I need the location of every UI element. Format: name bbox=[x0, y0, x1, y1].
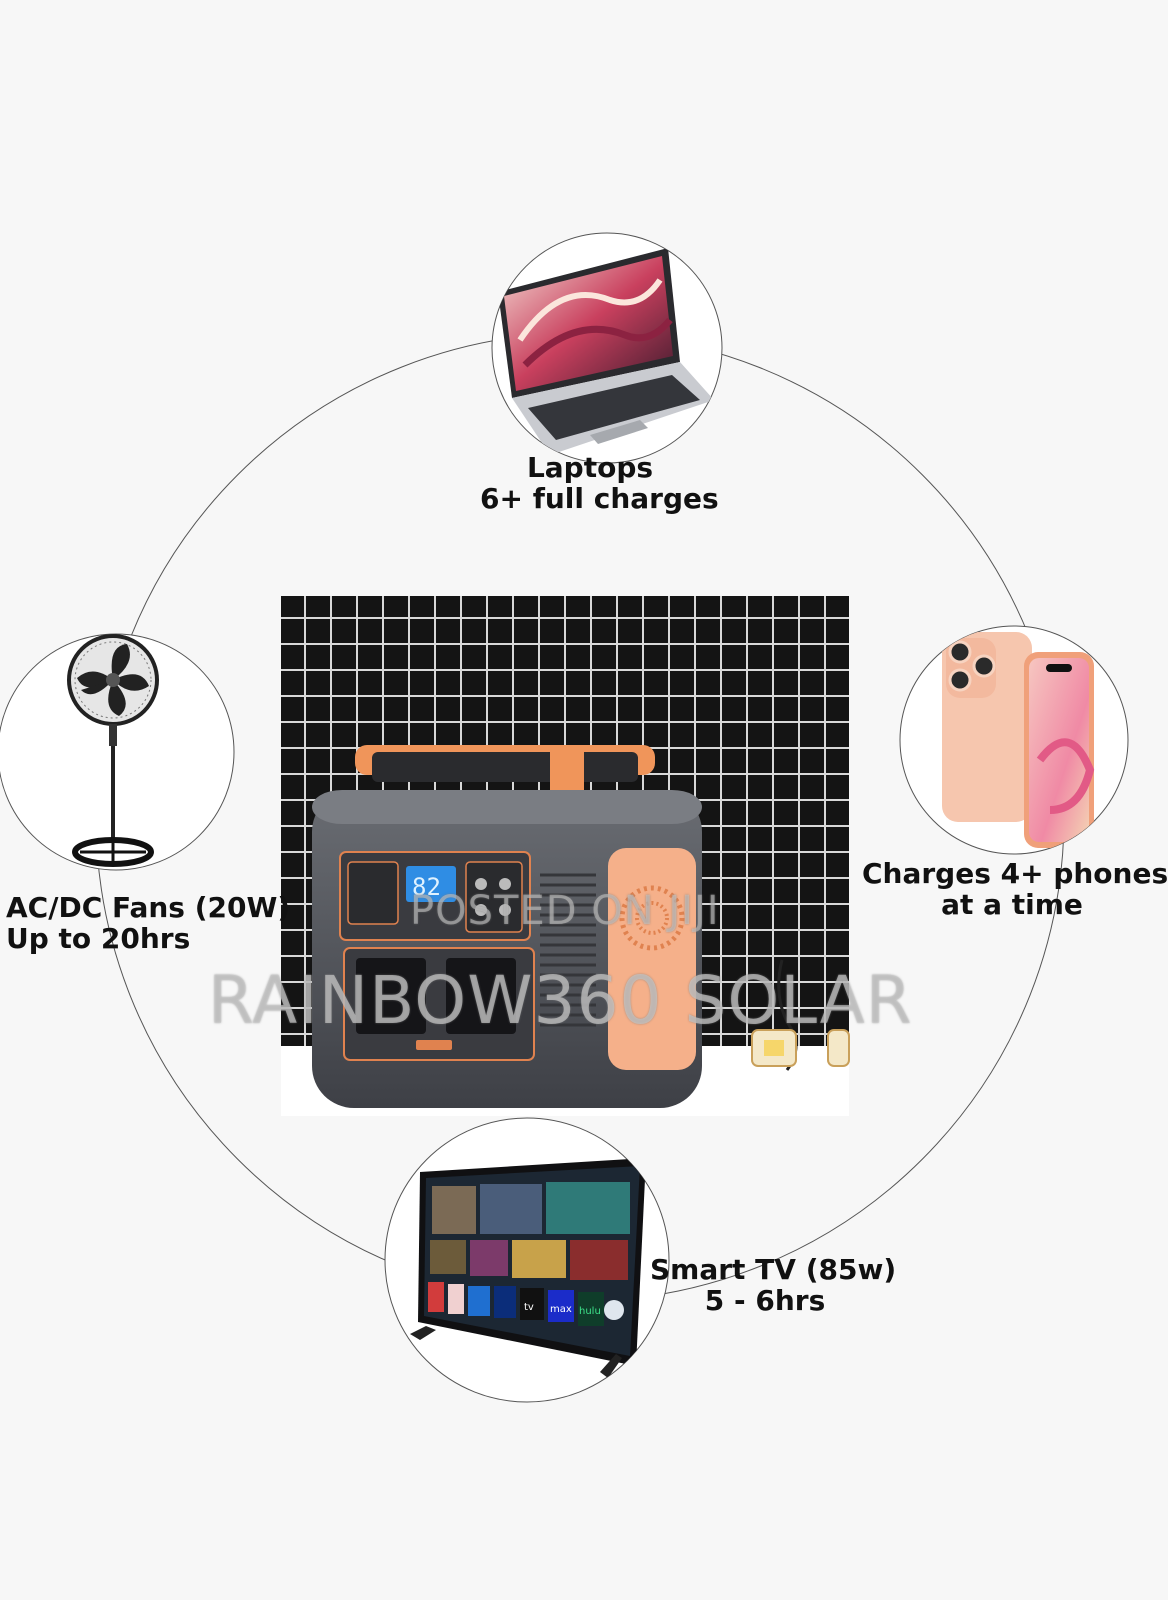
fans-caption-line1: AC/DC Fans (20W) bbox=[6, 891, 291, 924]
phones-caption-line2: at a time bbox=[941, 888, 1083, 921]
led-bulbs bbox=[751, 959, 850, 1071]
smart-tv-icon: tv max hulu bbox=[410, 1158, 646, 1378]
tv-caption-line2: 5 - 6hrs bbox=[704, 1284, 826, 1317]
laptop-icon bbox=[498, 248, 714, 455]
fans-caption: AC/DC Fans (20W) Up to 20hrs bbox=[6, 892, 290, 954]
brand-watermark: RAINBOW360 SOLAR bbox=[208, 962, 913, 1039]
phones-caption-line1: Charges 4+ phones bbox=[862, 857, 1168, 890]
speaker-grille bbox=[619, 885, 685, 951]
tv-caption: Smart TV (85w) 5 - 6hrs bbox=[650, 1253, 897, 1317]
laptops-caption-line1: Laptops bbox=[526, 451, 654, 484]
laptops-caption-line2: 6+ full charges bbox=[480, 482, 719, 515]
battery-display: 82 bbox=[412, 873, 441, 901]
smartphone-icon bbox=[942, 632, 1095, 848]
appletv-tile-label: tv bbox=[524, 1302, 534, 1313]
hulu-tile-label: hulu bbox=[579, 1306, 601, 1317]
tv-bubble: tv max hulu bbox=[384, 1117, 670, 1403]
max-tile-label: max bbox=[550, 1304, 572, 1315]
power-station: 82 bbox=[312, 745, 702, 1108]
fan-bubble bbox=[0, 633, 235, 871]
phone-bubble bbox=[899, 625, 1129, 855]
fans-caption-line2: Up to 20hrs bbox=[6, 922, 191, 955]
standing-fan-icon bbox=[67, 634, 159, 867]
posted-watermark: POSTED ON JIJI bbox=[410, 888, 720, 934]
tv-caption-line1: Smart TV (85w) bbox=[650, 1253, 897, 1286]
laptops-caption: Laptops 6+ full charges bbox=[480, 451, 719, 515]
product-diagram: 82 bbox=[0, 232, 1129, 1403]
laptop-bubble bbox=[491, 232, 723, 464]
phones-caption: Charges 4+ phones at a time bbox=[862, 857, 1168, 921]
